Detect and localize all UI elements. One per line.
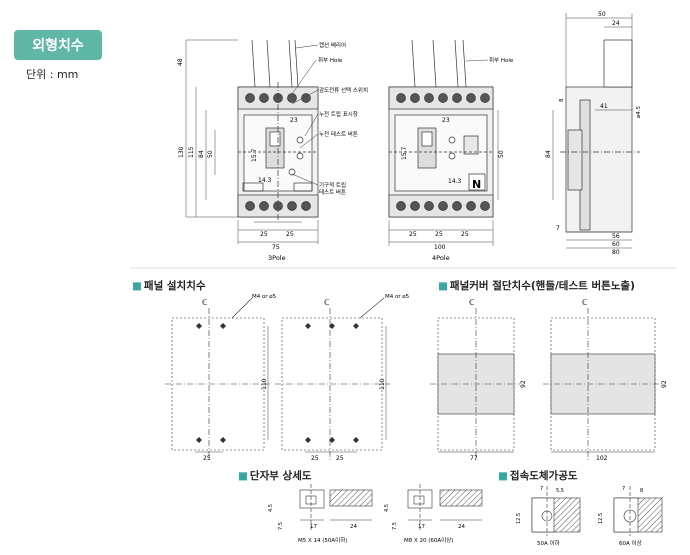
- panel-cover-4p: [543, 308, 662, 460]
- label-m8: M8 X 20 (60A이상): [404, 536, 453, 544]
- label-3pole: 3Pole: [268, 254, 286, 262]
- callout-m4-b: M4 or ⌀5: [385, 294, 410, 300]
- section-conductor: ■접속도체가공도: [498, 470, 578, 482]
- dim-dia-4-5: ⌀4.5: [636, 105, 642, 118]
- dim-25-a: 25: [260, 231, 268, 238]
- label-m5: M5 X 14 (50A이하): [298, 536, 347, 544]
- three-pole-callout-lines: [291, 44, 319, 186]
- panel-cover-3p: [430, 308, 520, 460]
- dim-7-c: 7: [540, 486, 543, 492]
- dim-17-b: 17: [418, 524, 425, 530]
- centerline-pc-4p: ℂ: [582, 298, 588, 307]
- mount-holes-4p: [305, 323, 359, 443]
- dim-side-24: 24: [612, 20, 620, 27]
- dim-100: 100: [434, 244, 446, 251]
- dim-23: 23: [290, 117, 298, 124]
- dim-12-5-b: 12.5: [598, 513, 604, 524]
- callout-mech-trip: 기구적 트립: [319, 181, 346, 189]
- section-terminal: ■단자부 상세도: [238, 470, 312, 482]
- panel-mount-3p: [165, 297, 270, 460]
- dim-48: 48: [177, 58, 184, 66]
- label-60a: 60A 이상: [619, 539, 642, 547]
- three-pole-dim-lines: [185, 39, 319, 244]
- dim-92-a: 92: [520, 380, 527, 388]
- terminal-detail-m8: [407, 484, 483, 530]
- side-dim-lines: [552, 13, 633, 249]
- dim-41: 41: [600, 103, 608, 110]
- dim-130: 130: [178, 146, 185, 158]
- dim-24-b: 24: [458, 524, 465, 530]
- dim-4p-25-b: 25: [435, 231, 443, 238]
- dim-4-5-a: 4.5: [268, 504, 274, 512]
- dim-75: 75: [272, 244, 280, 251]
- section-panel-cover: ■패널커버 절단치수(핸들/테스트 버튼노출): [438, 280, 635, 292]
- dim-7-5-b: 7.5: [392, 522, 398, 530]
- dim-24-a: 24: [350, 524, 357, 530]
- label-50a: 50A 이하: [537, 539, 560, 547]
- dim-pm-25-b: 25: [311, 455, 319, 462]
- dim-4p-50: 50: [498, 150, 505, 158]
- dim-12-5-a: 12.5: [516, 513, 522, 524]
- conductor-60a: [613, 486, 663, 536]
- dim-4p-15-7: 15.7: [401, 146, 408, 160]
- dim-25-b: 25: [286, 231, 294, 238]
- dim-102: 102: [596, 455, 608, 462]
- dim-8: 8: [559, 98, 565, 102]
- centerline-pc-3p: ℂ: [469, 298, 475, 307]
- callout-lead-wire: 캡선 배리어: [319, 41, 346, 49]
- callout-mech-trip-2: 테스트 버튼: [319, 188, 346, 196]
- dim-side-50: 50: [598, 11, 606, 18]
- panel-mount-dims: [195, 326, 387, 453]
- dim-50: 50: [207, 150, 214, 158]
- dim-pm-25-c: 25: [336, 455, 344, 462]
- dim-4-5-b: 4.5: [384, 504, 390, 512]
- unit-label: 단위 : mm: [26, 68, 79, 81]
- panel-mount-4p: [275, 297, 390, 460]
- dim-15-7: 15.7: [251, 148, 258, 162]
- section-panel-mount: ■패널 설치치수: [132, 280, 206, 292]
- dim-4p-14-3: 14.3: [448, 178, 462, 185]
- dim-17-a: 17: [310, 524, 317, 530]
- dim-77: 77: [470, 455, 478, 462]
- dim-5-5: 5.5: [556, 488, 564, 494]
- three-pole-view: [237, 39, 319, 222]
- centerline-3p: ℂ: [202, 298, 208, 307]
- dim-7: 7: [556, 225, 560, 232]
- callout-mount-hole: 취부 Hole: [318, 56, 343, 64]
- callout-trip-indicator: 누전 트립 표시창: [319, 110, 358, 118]
- dim-side-84: 84: [545, 150, 552, 158]
- conductor-50a: [531, 486, 581, 536]
- four-pole-dim-lines: [388, 59, 499, 246]
- dim-92-b: 92: [661, 380, 668, 388]
- dim-4p-25-a: 25: [409, 231, 417, 238]
- dim-84: 84: [198, 150, 205, 158]
- callout-sensitivity-switch: 감도전류 선택 스위치: [319, 86, 368, 94]
- dim-110-b: 110: [379, 378, 386, 390]
- dim-115: 115: [188, 146, 195, 158]
- dim-110-a: 110: [261, 378, 268, 390]
- dim-60: 60: [612, 241, 620, 248]
- n-pole-mark: N: [472, 178, 481, 191]
- dim-7-5-a: 7.5: [278, 522, 284, 530]
- mount-holes-3p: [196, 323, 226, 443]
- callout-m4-a: M4 or ⌀5: [252, 294, 277, 300]
- dim-56: 56: [612, 233, 620, 240]
- dim-4p-23: 23: [442, 117, 450, 124]
- dim-7-d: 7: [622, 486, 625, 492]
- centerline-4p: ℂ: [324, 298, 330, 307]
- callout-test-button: 누전 테스트 버튼: [319, 130, 358, 138]
- callout-mount-hole-4p: 취부 Hole: [489, 56, 514, 64]
- dim-14-3: 14.3: [258, 177, 272, 184]
- dim-pm-25: 25: [203, 455, 211, 462]
- title-badge: 외형치수: [14, 30, 102, 60]
- four-pole-view: [388, 39, 494, 218]
- terminal-detail-m5: [299, 484, 373, 530]
- dim-80: 80: [612, 249, 620, 256]
- side-view: [560, 39, 640, 233]
- label-4pole: 4Pole: [432, 254, 450, 262]
- dim-8b: 8: [640, 488, 643, 494]
- dim-4p-25-c: 25: [461, 231, 469, 238]
